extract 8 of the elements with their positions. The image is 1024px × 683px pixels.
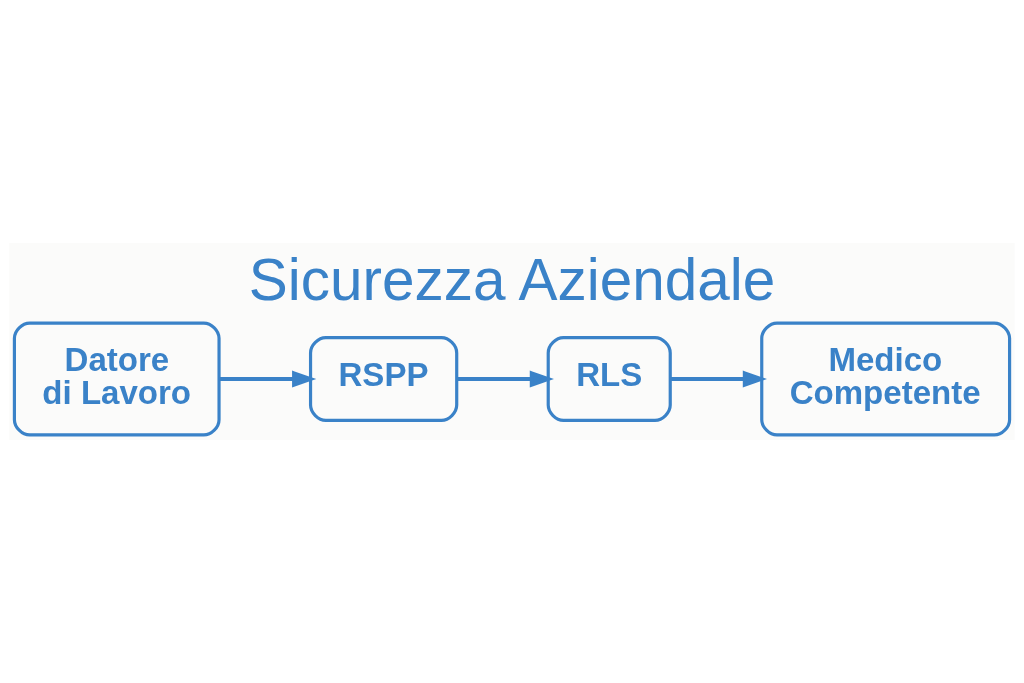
diagram-title: Sicurezza Aziendale xyxy=(248,246,776,312)
arrow xyxy=(457,370,554,388)
arrow xyxy=(670,370,767,388)
node-box: Datore di Lavoro xyxy=(12,321,221,437)
node-box: RSPP xyxy=(308,336,459,422)
node-box: Medico Competente xyxy=(760,321,1012,437)
node-box: RLS xyxy=(546,336,672,422)
arrow xyxy=(219,370,317,388)
